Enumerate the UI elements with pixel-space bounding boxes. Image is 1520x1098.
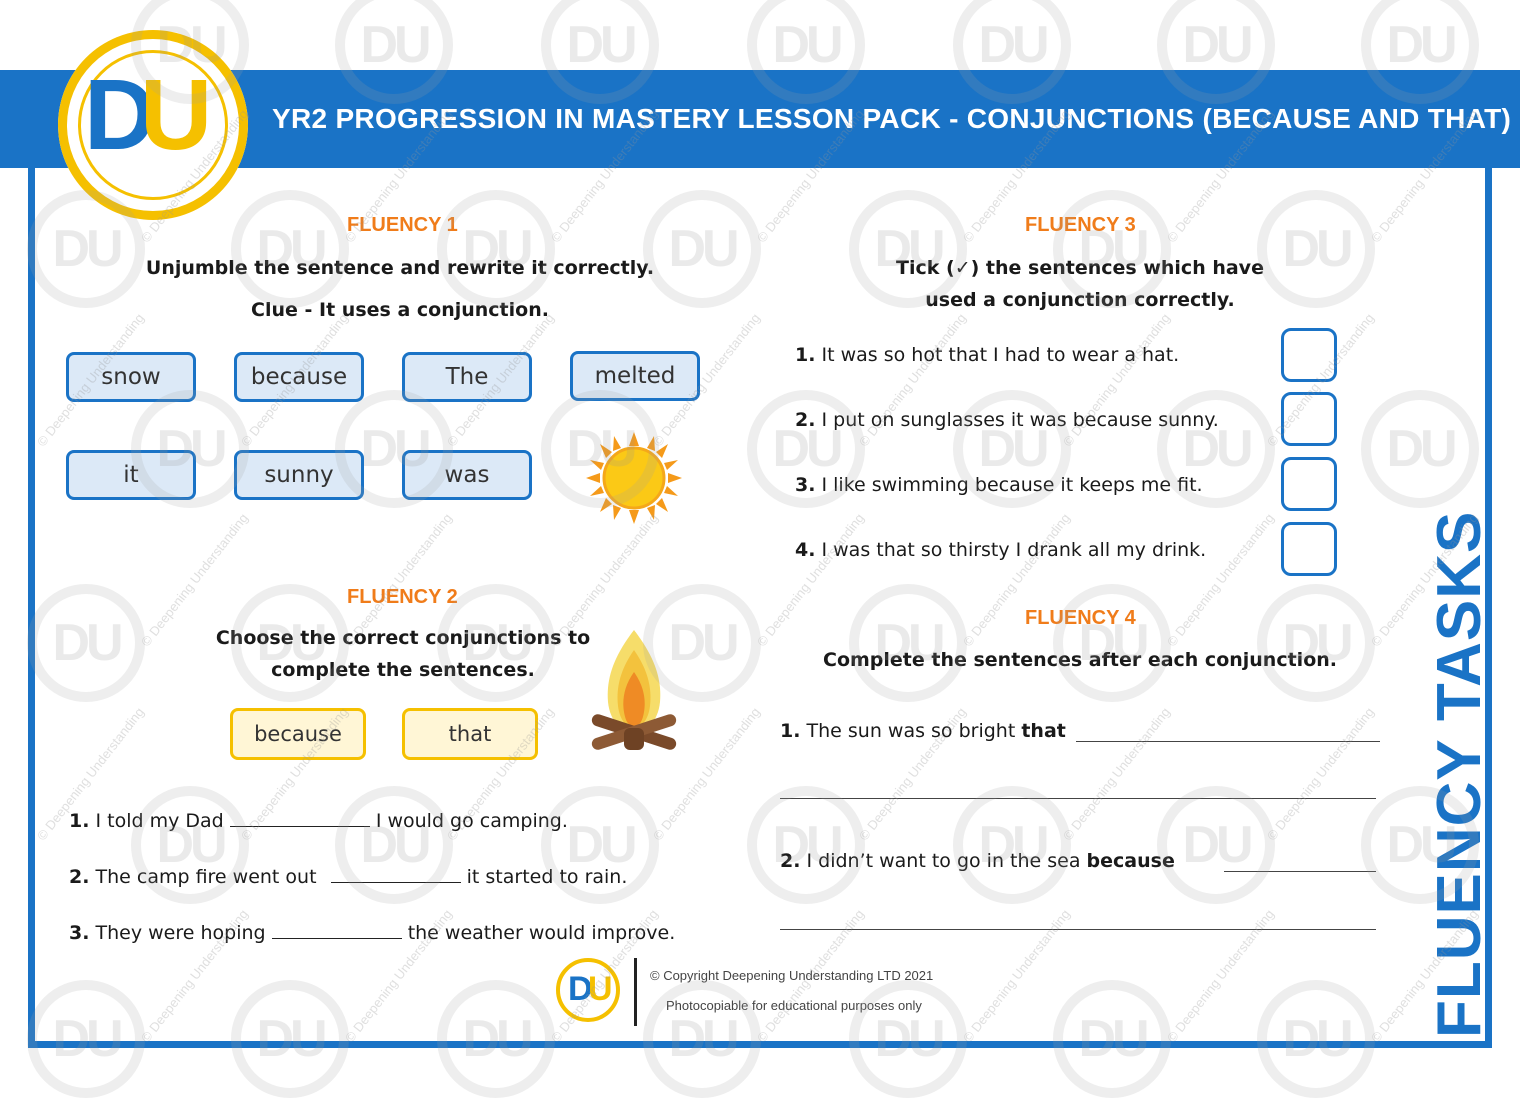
tick-box[interactable] xyxy=(1281,522,1337,576)
item-number: 4. xyxy=(795,539,816,561)
word-card[interactable]: because xyxy=(234,352,364,402)
fluency3-item-4: 4. I was that so thirsty I drank all my … xyxy=(795,539,1206,561)
item-text: The sun was so bright xyxy=(806,720,1016,742)
answer-blank[interactable] xyxy=(330,864,461,883)
word-card[interactable]: snow xyxy=(66,352,196,402)
sentence-start: I told my Dad xyxy=(95,810,224,832)
du-logo-ring xyxy=(78,50,228,200)
fluency3-item-1: 1. It was so hot that I had to wear a ha… xyxy=(795,344,1179,366)
answer-line[interactable] xyxy=(1076,741,1380,742)
word-card[interactable]: melted xyxy=(570,351,700,401)
sentence-number: 1. xyxy=(69,810,90,832)
item-text: I like swimming because it keeps me fit. xyxy=(821,474,1203,496)
fluency3-instruction-line1: Tick (✓) the sentences which have xyxy=(896,257,1264,279)
campfire-icon xyxy=(591,630,677,750)
fluency1-clue: Clue - It uses a conjunction. xyxy=(251,299,549,321)
fluency4-item-1: 1. The sun was so bright that xyxy=(780,720,1066,742)
item-number: 1. xyxy=(795,344,816,366)
sentence-end: the weather would improve. xyxy=(407,922,676,944)
tick-box[interactable] xyxy=(1281,457,1337,511)
fluency2-title: FLUENCY 2 xyxy=(347,586,458,608)
footer-logo: D U xyxy=(556,958,620,1022)
du-logo: D U xyxy=(58,30,248,220)
tick-box[interactable] xyxy=(1281,392,1337,446)
footer-logo-u: U xyxy=(588,970,613,1008)
logo-letter-u: U xyxy=(140,59,213,171)
header-bar xyxy=(0,70,1520,168)
item-number: 2. xyxy=(795,409,816,431)
conjunction-word: that xyxy=(1021,720,1066,742)
item-number: 1. xyxy=(780,720,801,742)
fluency2-instruction-line1: Choose the correct conjunctions to xyxy=(215,627,591,649)
footer-logo-d: D xyxy=(568,970,593,1008)
fluency3-instruction-line2: used a conjunction correctly. xyxy=(925,289,1235,311)
answer-blank[interactable] xyxy=(229,808,370,827)
word-card[interactable]: The xyxy=(402,352,532,402)
item-text: I was that so thirsty I drank all my dri… xyxy=(821,539,1207,561)
footer-copyright: © Copyright Deepening Understanding LTD … xyxy=(650,968,934,983)
item-text: I didn’t want to go in the sea xyxy=(806,850,1081,872)
fluency2-instruction-line2: complete the sentences. xyxy=(271,659,535,681)
footer-note: Photocopiable for educational purposes o… xyxy=(666,998,922,1013)
sun-icon xyxy=(586,432,682,524)
tick-box[interactable] xyxy=(1281,328,1337,382)
fluency3-item-3: 3. I like swimming because it keeps me f… xyxy=(795,474,1203,496)
side-label: FLUENCY TASKS xyxy=(1425,510,1494,1038)
answer-line[interactable] xyxy=(1224,871,1376,872)
fluency2-sentence-2: 2. The camp fire went out it started to … xyxy=(69,864,627,888)
sentence-number: 3. xyxy=(69,922,90,944)
fluency3-item-2: 2. I put on sunglasses it was because su… xyxy=(795,409,1219,431)
item-text: I put on sunglasses it was because sunny… xyxy=(821,409,1219,431)
page-frame xyxy=(28,160,1492,1048)
item-number: 3. xyxy=(795,474,816,496)
fluency1-instruction: Unjumble the sentence and rewrite it cor… xyxy=(145,257,655,279)
word-card[interactable]: sunny xyxy=(234,450,364,500)
item-number: 2. xyxy=(780,850,801,872)
fluency4-instruction: Complete the sentences after each conjun… xyxy=(823,649,1337,671)
page-title: YR2 PROGRESSION IN MASTERY LESSON PACK -… xyxy=(272,103,1512,134)
conjunction-option[interactable]: because xyxy=(230,708,366,760)
footer-divider xyxy=(634,958,637,1026)
sentence-start: The camp fire went out xyxy=(95,866,317,888)
conjunction-option[interactable]: that xyxy=(402,708,538,760)
answer-blank[interactable] xyxy=(271,920,402,939)
fluency2-sentence-1: 1. I told my Dad I would go camping. xyxy=(69,808,568,832)
word-card[interactable]: was xyxy=(402,450,532,500)
conjunction-word: because xyxy=(1086,850,1175,872)
sentence-start: They were hoping xyxy=(95,922,266,944)
fluency3-title: FLUENCY 3 xyxy=(1025,214,1136,236)
word-card[interactable]: it xyxy=(66,450,196,500)
item-text: It was so hot that I had to wear a hat. xyxy=(821,344,1180,366)
sentence-end: it started to rain. xyxy=(466,866,628,888)
fluency2-sentence-3: 3. They were hoping the weather would im… xyxy=(69,920,675,944)
fluency4-item-2: 2. I didn’t want to go in the sea becaus… xyxy=(780,850,1175,872)
sentence-number: 2. xyxy=(69,866,90,888)
fluency4-title: FLUENCY 4 xyxy=(1025,607,1136,629)
logo-letter-d: D xyxy=(84,59,156,171)
answer-line[interactable] xyxy=(780,798,1376,799)
sentence-end: I would go camping. xyxy=(375,810,568,832)
answer-line[interactable] xyxy=(780,929,1376,930)
fluency1-title: FLUENCY 1 xyxy=(347,214,458,236)
